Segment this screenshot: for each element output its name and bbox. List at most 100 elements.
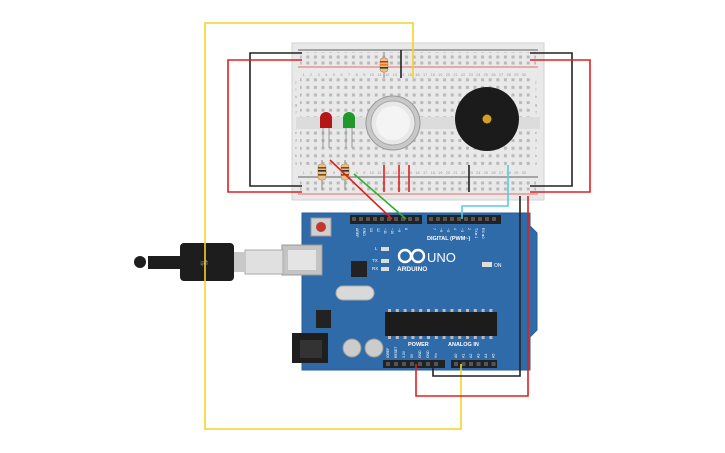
power-label: POWER (408, 342, 429, 348)
tx-label: TX (372, 258, 378, 263)
on-label: ON (494, 263, 502, 269)
wire-5v-left[interactable] (227, 59, 302, 193)
wire-gnd-left[interactable] (249, 52, 302, 187)
header-pin[interactable] (485, 217, 489, 221)
row-letter: h (295, 94, 297, 99)
column-number: 7 (348, 73, 350, 77)
row-letter: i (296, 87, 297, 92)
power-pin[interactable] (426, 362, 430, 366)
header-pin[interactable] (408, 217, 412, 221)
column-number: 4 (325, 73, 327, 77)
header-pin[interactable] (471, 217, 475, 221)
analog-pin[interactable] (484, 362, 488, 366)
analog-pin[interactable] (491, 362, 496, 366)
gas-sensor[interactable] (365, 95, 421, 151)
analog-pin[interactable] (461, 362, 466, 366)
power-pin[interactable] (418, 362, 422, 366)
header-pin[interactable] (359, 217, 363, 221)
resistor-led-red[interactable] (317, 160, 327, 190)
pin-label: ~5 (446, 228, 450, 232)
power-pin[interactable] (402, 362, 406, 366)
power-pin[interactable] (386, 362, 390, 366)
analog-header[interactable] (454, 362, 496, 366)
header-pin[interactable] (450, 217, 454, 221)
header-pin[interactable] (457, 217, 461, 221)
header-pin[interactable] (401, 217, 405, 221)
column-number: 27 (499, 73, 503, 77)
digital-header[interactable] (352, 217, 496, 221)
analog-pin[interactable] (476, 362, 481, 366)
wire-led-green[interactable] (353, 173, 407, 220)
wire-gnd-arduino[interactable] (432, 196, 521, 377)
column-number: 29 (514, 171, 518, 175)
column-number: 16 (415, 73, 419, 77)
column-number: 27 (499, 171, 503, 175)
power-pin-label: RESET (394, 347, 398, 358)
model-label: UNO (427, 250, 456, 265)
column-number: 21 (453, 73, 457, 77)
wire-sensor-signal[interactable] (204, 22, 462, 430)
row-letter: h (535, 94, 537, 99)
header-pin[interactable] (478, 217, 482, 221)
resistor-top[interactable] (379, 52, 389, 78)
power-pin[interactable] (410, 362, 414, 366)
piezo-buzzer[interactable] (455, 87, 519, 151)
row-letter: g (535, 102, 537, 107)
wire-5v-right[interactable] (530, 59, 591, 193)
header-pin[interactable] (394, 217, 398, 221)
pin-label: ~6 (439, 228, 443, 232)
power-pin-label: IOREF (386, 348, 390, 358)
wire-led-red[interactable] (329, 159, 393, 220)
row-letter: a (295, 160, 298, 165)
header-pin[interactable] (380, 217, 384, 221)
reset-button[interactable] (316, 222, 326, 232)
header-pin[interactable] (415, 217, 419, 221)
header-pin[interactable] (366, 217, 370, 221)
wire-gnd-right[interactable] (530, 52, 573, 187)
pin-label: RX◄0 (481, 228, 485, 239)
analog-pin-label: A1 (462, 354, 466, 358)
usb-cable[interactable]: ⇌ (134, 243, 284, 281)
row-letter: d (535, 138, 537, 143)
led-red[interactable] (320, 112, 332, 148)
analog-pin-label: A0 (454, 354, 458, 358)
column-number: 15 (408, 171, 412, 175)
column-number: 26 (491, 73, 495, 77)
column-number: 8 (356, 171, 358, 175)
pin-label: ~10 (390, 228, 394, 234)
pin-label: 2 (467, 228, 471, 230)
column-number: 22 (461, 73, 465, 77)
column-number: 3 (318, 73, 320, 77)
pin-label: ~11 (383, 228, 387, 234)
wire-buzzer[interactable] (461, 165, 509, 219)
header-pin[interactable] (464, 217, 468, 221)
column-number: 25 (484, 73, 488, 77)
analog-pin[interactable] (454, 362, 458, 366)
power-pin[interactable] (434, 362, 438, 366)
analog-pin-label: A4 (484, 354, 488, 358)
row-letter: b (295, 153, 298, 158)
column-number: 12 (385, 171, 389, 175)
wire-5v-arduino[interactable] (415, 196, 529, 397)
power-pin-label: GND (418, 350, 422, 358)
column-number: 13 (393, 73, 397, 77)
analog-pin[interactable] (469, 362, 473, 366)
power-pin[interactable] (394, 362, 398, 366)
power-pin-label: 5V (410, 353, 414, 358)
header-pin[interactable] (436, 217, 440, 221)
header-pin[interactable] (492, 217, 496, 221)
atmega-chip (385, 312, 497, 336)
header-pin[interactable] (373, 217, 377, 221)
arduino-logo (397, 248, 426, 264)
column-number: 24 (476, 73, 480, 77)
header-pin[interactable] (352, 217, 356, 221)
header-pin[interactable] (443, 217, 447, 221)
led-green[interactable] (343, 112, 355, 148)
header-pin[interactable] (387, 217, 391, 221)
power-header[interactable] (386, 362, 438, 366)
header-pin[interactable] (429, 217, 433, 221)
power-pin-label: Vin (434, 353, 438, 358)
column-number: 2 (310, 171, 312, 175)
